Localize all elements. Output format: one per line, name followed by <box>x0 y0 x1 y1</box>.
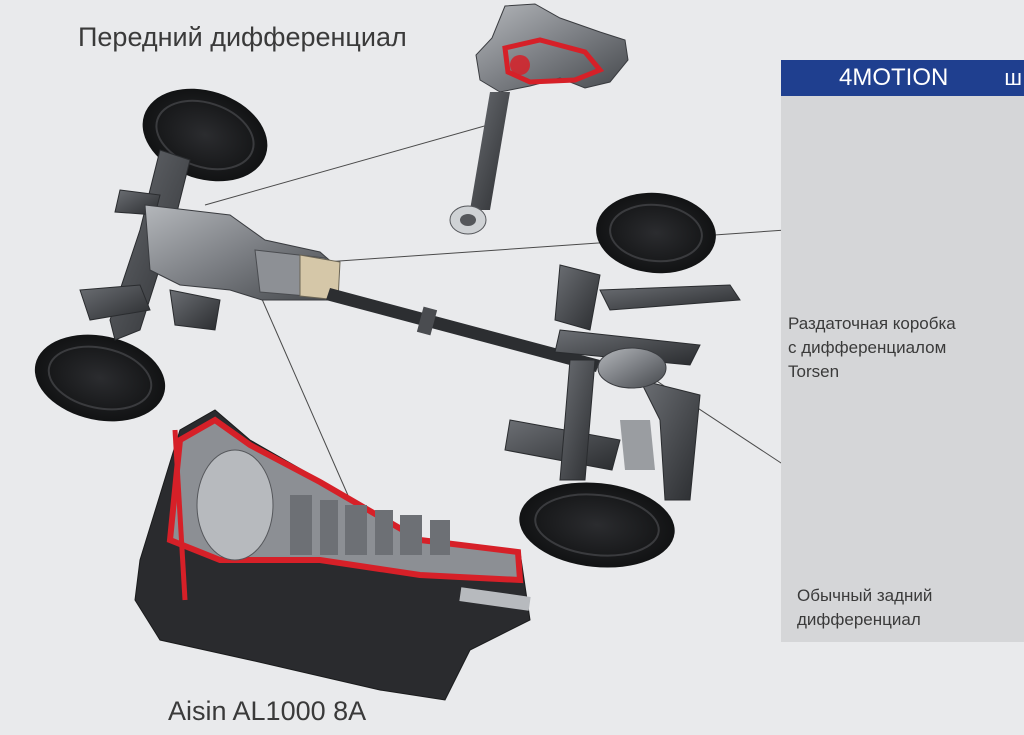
4motion-panel-header: 4MOTION ш <box>781 60 1024 96</box>
gearbox-cutaway <box>134 409 531 701</box>
rear-differential-label-line2: дифференциал <box>797 610 921 629</box>
4motion-title-cutoff: ш <box>1004 65 1022 90</box>
4motion-title: 4MOTION <box>839 64 949 91</box>
transmission-on-chassis <box>144 204 341 301</box>
rear-differential-label: Обычный задний дифференциал <box>797 584 1017 632</box>
transfer-case-label: Раздаточная коробка с дифференциалом Tor… <box>788 312 1018 384</box>
propeller-shaft <box>326 288 600 372</box>
rear-subframe <box>504 264 741 501</box>
rear-differential-label-line1: Обычный задний <box>797 586 933 605</box>
front-differential-part <box>449 3 629 235</box>
transfer-case-label-line3: Torsen <box>788 362 840 381</box>
front-differential-label: Передний дифференциал <box>78 22 407 52</box>
rear-left-wheel <box>596 192 716 274</box>
transfer-case-label-line2: с дифференциалом <box>788 338 947 357</box>
rear-right-wheel <box>519 482 675 568</box>
rear-differential-on-chassis <box>597 347 667 470</box>
4motion-panel: 4MOTION ш <box>781 60 1024 642</box>
front-right-wheel <box>34 334 166 422</box>
gearbox-model-label: Aisin AL1000 8A <box>168 696 367 726</box>
transfer-case-label-line1: Раздаточная коробка <box>788 314 956 333</box>
